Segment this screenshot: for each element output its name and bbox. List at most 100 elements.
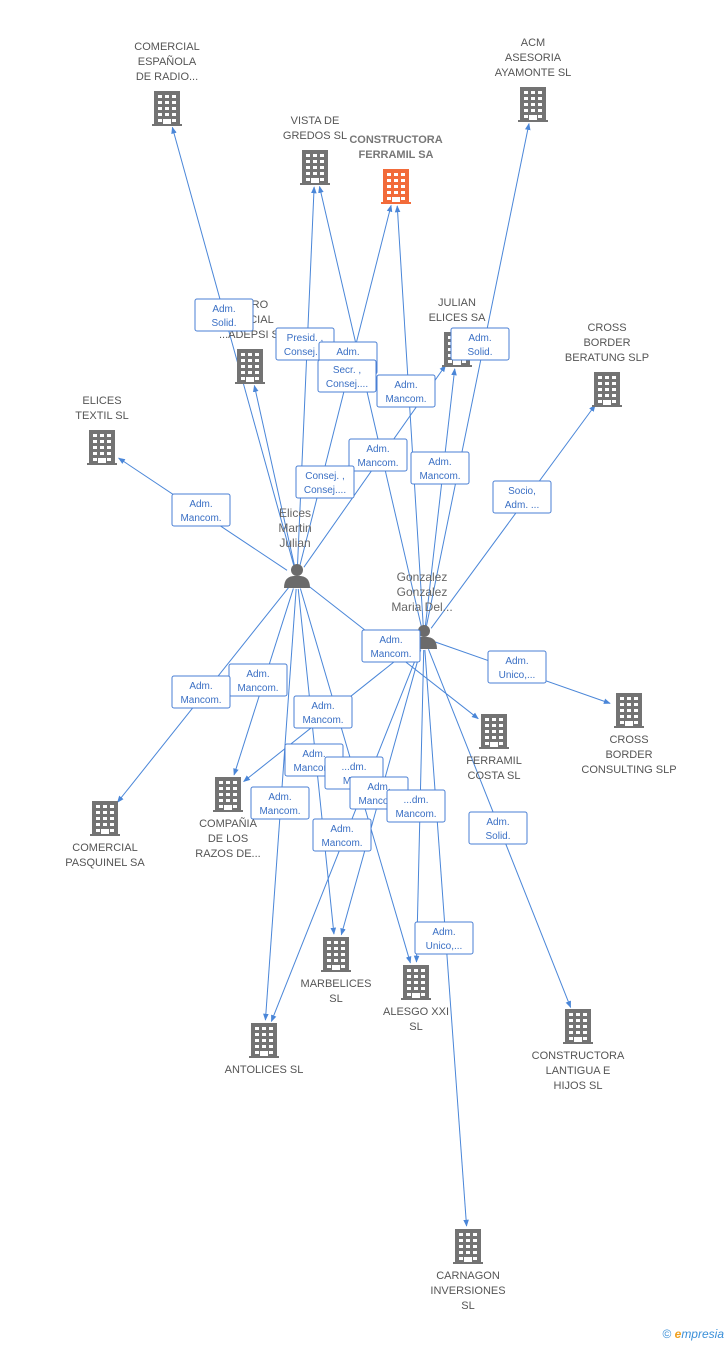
role-box[interactable]: Socio,Adm. ... — [492, 480, 552, 514]
role-box-text: Secr. , — [333, 365, 361, 376]
role-box-text: Mancom. — [321, 838, 362, 849]
company-label-line: GREDOS SL — [283, 130, 347, 142]
role-box[interactable]: Adm. Unico,... — [414, 921, 474, 955]
empresia-brand[interactable]: © empresia — [662, 1327, 724, 1341]
nodes-layer: COMERCIAL ESPAÑOLA DE RADIO... ACMASESORIAA… — [65, 37, 676, 1312]
building-icon — [479, 714, 509, 749]
role-box-text: ...dm. — [341, 762, 366, 773]
role-box-text: Solid. — [211, 318, 236, 329]
role-box-text: Adm. — [302, 749, 325, 760]
building-icon — [518, 87, 548, 122]
company-node-antolices[interactable]: ANTOLICES SL — [225, 1023, 304, 1076]
building-icon — [453, 1229, 483, 1264]
edge-gonzalez_gonzalez-to-acm_asesoria — [425, 122, 531, 627]
role-box[interactable]: Adm.Solid. — [194, 298, 254, 332]
company-label-line: CONSTRUCTORA — [532, 1050, 625, 1062]
building-icon — [300, 150, 330, 185]
edge-elices_martin-to-comercial_espanola — [171, 126, 295, 566]
role-box[interactable]: Secr. , Consej.... — [317, 359, 377, 393]
building-icon — [614, 693, 644, 728]
company-label-line: COMERCIAL — [72, 842, 137, 854]
role-box[interactable]: ...dm.Mancom. — [386, 789, 446, 823]
company-label-line: TEXTIL SL — [75, 410, 128, 422]
role-box-text: Mancom. — [259, 806, 300, 817]
role-box-text: Adm. — [367, 782, 390, 793]
company-label-line: BORDER — [583, 337, 630, 349]
role-box[interactable]: Adm.Mancom. — [410, 451, 470, 485]
person-label-line: Julian — [279, 536, 310, 550]
company-label-line: AYAMONTE SL — [495, 67, 572, 79]
company-label-line: DE RADIO... — [136, 71, 198, 83]
role-box-text: Unico,... — [426, 941, 463, 952]
role-box-text: Mancom. — [302, 715, 343, 726]
role-box-text: Consej.... — [284, 347, 326, 358]
company-label-line: CONSULTING SLP — [581, 764, 676, 776]
person-label-line: Martin — [278, 521, 311, 535]
company-label-line: FERRAMIL — [466, 755, 522, 767]
role-box-text: Solid. — [467, 347, 492, 358]
role-box[interactable]: Adm.Mancom. — [171, 675, 231, 709]
role-box-text: Unico,... — [499, 670, 536, 681]
role-box[interactable]: Adm.Mancom. — [228, 663, 288, 697]
role-box-text: Mancom. — [358, 796, 399, 807]
role-box-text: Adm. — [432, 927, 455, 938]
role-box[interactable]: Adm. Mancom. — [293, 695, 353, 729]
role-box-text: Adm. — [311, 701, 334, 712]
role-box[interactable]: Adm.Mancom. — [348, 438, 408, 472]
role-box-text: Consej.... — [326, 379, 368, 390]
role-box-text: Adm. — [486, 817, 509, 828]
building-icon — [563, 1009, 593, 1044]
company-label-line: SL — [461, 1300, 474, 1312]
edge-elices_martin-to-vista_de_gredos — [297, 186, 317, 566]
role-box[interactable]: Adm.Unico,... — [487, 650, 547, 684]
role-box-text: Consej.... — [304, 485, 346, 496]
role-box[interactable]: Adm.Mancom. — [361, 629, 421, 663]
role-box-text: Mancom. — [180, 513, 221, 524]
company-label-line: JULIAN — [438, 297, 476, 309]
company-label-line: CONSTRUCTORA — [349, 134, 442, 146]
role-box-text: Mancom. — [180, 695, 221, 706]
edge-gonzalez_gonzalez-to-constructora_ferramil — [394, 205, 424, 627]
building-icon — [249, 1023, 279, 1058]
role-box-text: Adm. — [394, 380, 417, 391]
building-icon — [213, 777, 243, 812]
building-icon — [235, 349, 265, 384]
building-icon — [401, 965, 431, 1000]
company-label-line: ESPAÑOLA — [138, 55, 197, 68]
person-label-line: Maria Del... — [391, 600, 452, 614]
company-label-line: ELICES — [82, 395, 121, 407]
role-box-text: ...dm. — [403, 795, 428, 806]
role-box-text: Mancom. — [419, 471, 460, 482]
role-box[interactable]: Adm.Solid. — [450, 327, 510, 361]
role-box-text: Mancom. — [237, 683, 278, 694]
role-box[interactable]: Adm. Mancom. — [171, 493, 231, 527]
role-box-text: Adm. — [189, 499, 212, 510]
copyright-symbol: © — [662, 1327, 672, 1341]
edge-gonzalez_gonzalez-to-julian_elices — [424, 368, 457, 627]
role-box-text: Mancom. — [370, 649, 411, 660]
role-box[interactable]: Consej. ,Consej.... — [295, 465, 355, 499]
company-node-elices_textil[interactable]: ELICES TEXTIL SL — [75, 395, 129, 465]
edge-gonzalez_gonzalez-to-cross_border_beratung — [430, 404, 596, 629]
role-box[interactable]: Adm.Solid. — [468, 811, 528, 845]
role-box[interactable]: Adm.Mancom. — [376, 374, 436, 408]
company-label-line: MARBELICES — [301, 978, 372, 990]
role-box[interactable]: Adm.Mancom. — [250, 786, 310, 820]
role-box[interactable]: Adm.Mancom. — [312, 818, 372, 852]
